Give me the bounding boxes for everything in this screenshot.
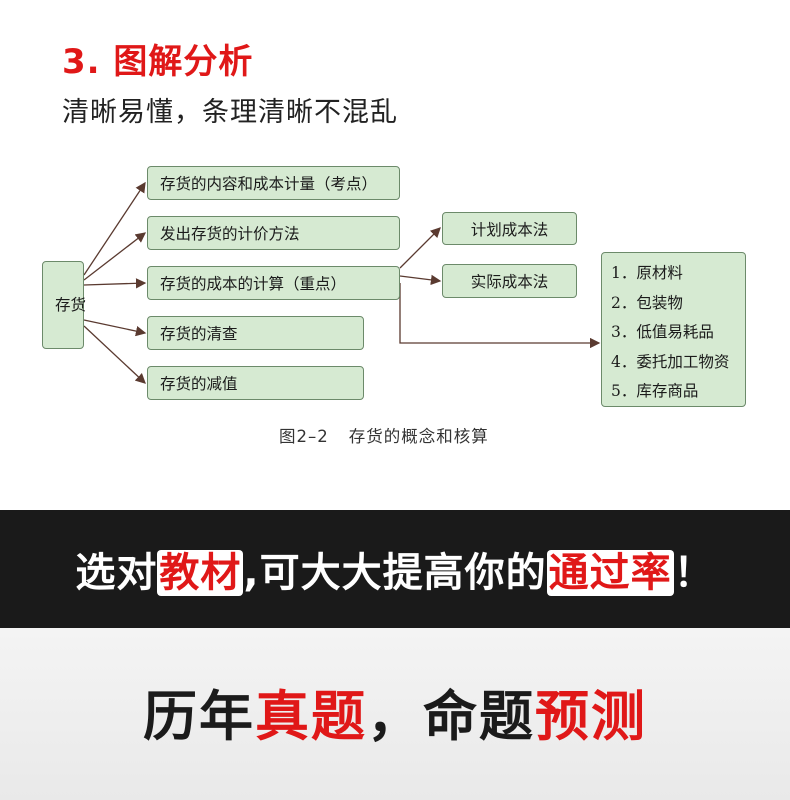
branch-node-1: 存货的内容和成本计量（考点） bbox=[147, 166, 400, 200]
list-item: 3．低值易耗品 bbox=[611, 323, 714, 341]
bottom-section bbox=[0, 628, 790, 800]
arrow-to-branch-2 bbox=[83, 232, 147, 281]
plan-node-1: 计划成本法 bbox=[442, 212, 577, 245]
headline: 历年真题，命题预测 bbox=[0, 672, 790, 751]
slogan-highlight-2: 通过率 bbox=[546, 550, 674, 596]
slogan-highlight-1: 教材 bbox=[157, 550, 244, 596]
plan-node-2: 实际成本法 bbox=[442, 264, 577, 298]
slogan-part-5: ！ bbox=[673, 550, 715, 596]
diagram-root-node: 存货 bbox=[42, 261, 86, 349]
headline-highlight-2: 预测 bbox=[535, 685, 647, 748]
slogan-banner: 选对教材,可大大提高你的通过率！ bbox=[0, 510, 790, 628]
headline-highlight-1: 真题 bbox=[255, 685, 367, 748]
caption-number: 图2–2 bbox=[279, 427, 329, 446]
branch-node-3: 存货的成本的计算（重点） bbox=[147, 266, 400, 300]
arrow-to-branch-5 bbox=[83, 325, 146, 384]
arrow-to-branch-3 bbox=[83, 278, 147, 289]
items-list-node: 1．原材料 2．包装物 3．低值易耗品 4．委托加工物资 5．库存商品 bbox=[601, 252, 746, 407]
figure-caption: 图2–2 存货的概念和核算 bbox=[279, 423, 489, 447]
list-item: 2．包装物 bbox=[611, 293, 683, 312]
slogan-part-3: ,可大大提高你的 bbox=[243, 550, 547, 596]
arrow-to-plan-1 bbox=[399, 227, 441, 269]
arrow-to-items bbox=[399, 283, 601, 349]
list-item: 1．原材料 bbox=[611, 264, 683, 282]
diagram-connectors bbox=[83, 181, 601, 384]
top-section: 3. 图解分析 清晰易懂，条理清晰不混乱 存货 存货的内容和成本计量（考点） 发… bbox=[42, 42, 746, 447]
branch-node-5: 存货的减值 bbox=[147, 366, 364, 400]
branch-node-2: 发出存货的计价方法 bbox=[147, 216, 400, 250]
caption-text: 存货的概念和核算 bbox=[348, 427, 489, 446]
slogan-part-1: 选对 bbox=[75, 550, 158, 596]
arrow-to-branch-4 bbox=[83, 319, 147, 337]
arrow-to-branch-1 bbox=[83, 181, 146, 276]
section-title: 3. 图解分析 bbox=[62, 42, 254, 82]
slogan-text: 选对教材,可大大提高你的通过率！ bbox=[75, 540, 714, 598]
list-item: 4．委托加工物资 bbox=[611, 352, 730, 371]
headline-part-1: 历年 bbox=[143, 685, 255, 748]
headline-part-3: ，命题 bbox=[367, 685, 535, 748]
list-item: 5．库存商品 bbox=[611, 382, 699, 400]
section-subtitle: 清晰易懂，条理清晰不混乱 bbox=[62, 97, 398, 128]
arrow-to-plan-2 bbox=[399, 274, 442, 286]
branch-node-4: 存货的清查 bbox=[147, 316, 364, 350]
